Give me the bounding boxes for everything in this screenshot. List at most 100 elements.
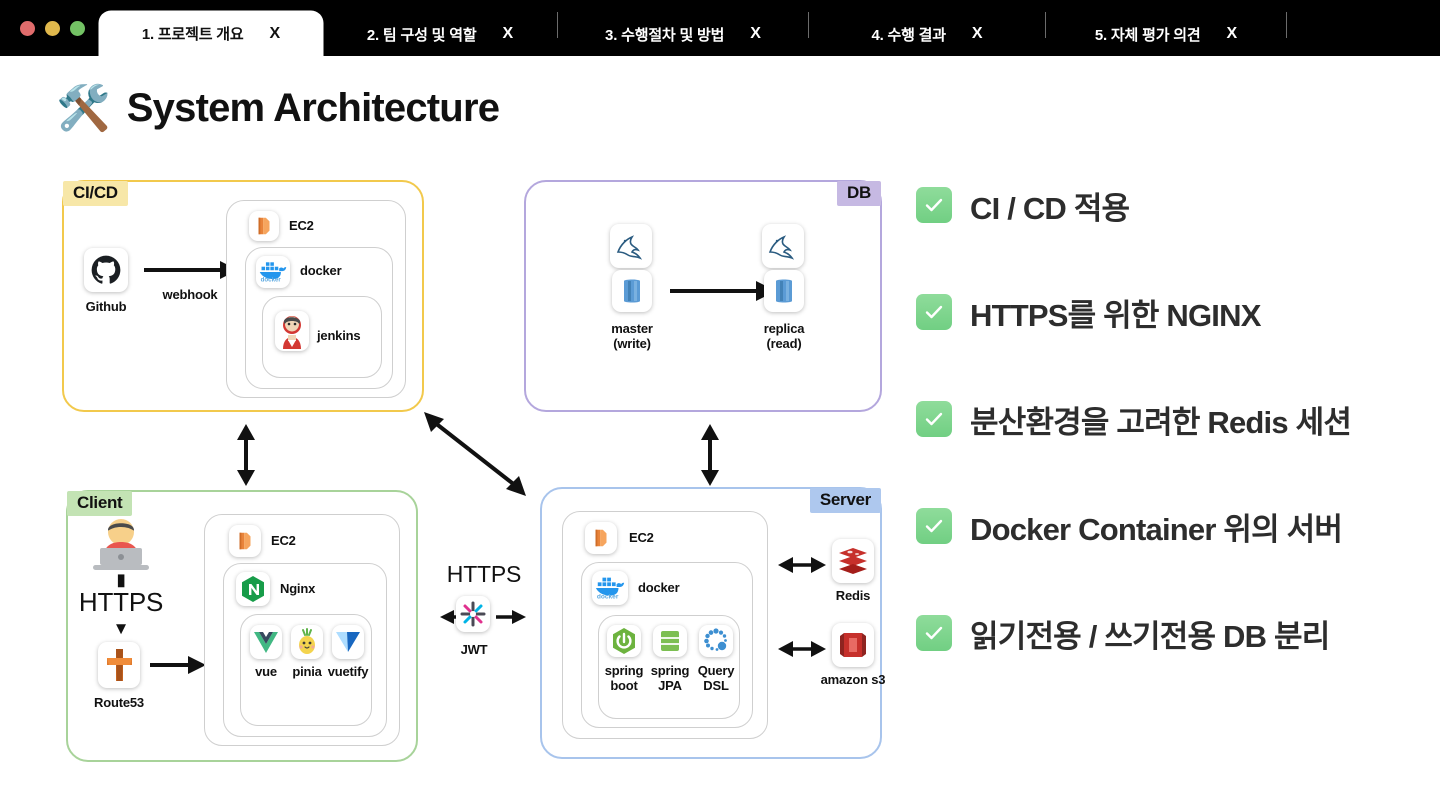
vue-icon: [250, 625, 282, 659]
redis-icon: [832, 539, 874, 583]
cicd-docker-label: docker: [300, 263, 342, 278]
tab-label: 2. 팀 구성 및 역할: [366, 26, 477, 44]
tab-close-icon[interactable]: X: [502, 25, 514, 42]
window-tab-bar: 1. 프로젝트 개요 X 2. 팀 구성 및 역할 X 3. 수행절차 및 방법…: [0, 0, 1440, 56]
link-jwt-label: JWT: [460, 642, 488, 657]
tab-divider: [1286, 12, 1287, 38]
cicd-server-arrow: [424, 412, 526, 496]
mysql-icon-master: [610, 224, 652, 268]
check-mark-icon: [916, 187, 952, 223]
tab-close-icon[interactable]: X: [750, 25, 761, 42]
tab-close-icon[interactable]: X: [1226, 25, 1238, 42]
db-server-arrow: [701, 424, 719, 486]
cicd-ec2-container: EC2 docker docker: [226, 200, 406, 398]
tab-1-project-overview[interactable]: 1. 프로젝트 개요 X: [99, 11, 323, 56]
maximize-window-button[interactable]: [70, 20, 85, 36]
zone-db-label: DB: [837, 181, 881, 206]
feature-checklist: CI / CD 적용 HTTPS를 위한 NGINX 분산환경을 고려한 Red…: [916, 176, 1426, 711]
client-nginx-label: Nginx: [280, 581, 316, 596]
tab-4-results[interactable]: 4. 수행 결과 X: [809, 12, 1045, 56]
check-mark-icon: [916, 508, 952, 544]
db-replication-arrow: [670, 281, 776, 301]
aws-ec2-icon: [585, 522, 617, 554]
close-window-button[interactable]: [20, 20, 35, 36]
client-ec2-container: EC2 Nginx: [204, 514, 400, 746]
client-ec2-label: EC2: [271, 533, 296, 548]
tab-5-self-evaluation[interactable]: 5. 자체 평가 의견 X: [1046, 12, 1286, 56]
cicd-jenkins-container: jenkins: [262, 296, 382, 378]
tab-3-procedure-method[interactable]: 3. 수행절차 및 방법 X: [558, 12, 808, 56]
tab-2-team-roles[interactable]: 2. 팀 구성 및 역할 X: [323, 12, 557, 56]
cicd-docker-container: docker docker: [245, 247, 393, 389]
server-docker-label: docker: [638, 580, 680, 595]
tab-label: 3. 수행절차 및 방법: [605, 26, 725, 44]
docker-icon: docker: [256, 256, 290, 288]
db-replica-line2: (read): [766, 335, 802, 351]
client-nginx-container: Nginx: [223, 563, 387, 737]
server-s3-label: amazon s3: [820, 672, 886, 687]
server-docker-container: docker docker: [581, 562, 753, 728]
tab-label: 4. 수행 결과: [871, 26, 946, 44]
client-https-label: HTTPS: [78, 587, 164, 617]
user-laptop-icon: [82, 518, 160, 574]
aws-ec2-icon: [249, 211, 279, 241]
checklist-label: 분산환경을 고려한 Redis 세션: [970, 404, 1352, 440]
tab-divider: [808, 12, 809, 38]
checklist-item: HTTPS를 위한 NGINX: [916, 283, 1426, 341]
tab-close-icon[interactable]: X: [269, 24, 281, 42]
aws-rds-icon-master: [612, 270, 652, 312]
aws-s3-icon: [832, 623, 874, 667]
zone-cicd-label: CI/CD: [63, 181, 128, 206]
spring-boot-line1: spring: [604, 663, 644, 678]
github-icon: [84, 248, 128, 292]
pinia-icon: [291, 625, 323, 659]
jwt-icon: [456, 596, 490, 632]
server-spring-boot-label: spring boot: [602, 663, 646, 693]
zone-server: Server EC2 d: [540, 487, 886, 759]
querydsl-icon: [699, 625, 733, 657]
docker-icon: docker: [592, 571, 628, 605]
spring-boot-icon: [607, 625, 641, 657]
hammer-and-wrench-icon: 🛠️: [56, 83, 111, 133]
zone-cicd: CI/CD Github webhook EC2: [62, 180, 424, 412]
route53-to-ec2-arrow: [150, 656, 206, 674]
tab-label: 1. 프로젝트 개요: [141, 26, 244, 43]
db-master-line2: (write): [613, 335, 651, 351]
jwt-right-arrow: [496, 610, 526, 624]
jenkins-icon: [275, 311, 309, 351]
server-framework-container: spring boot spring JPA Query DSL: [598, 615, 740, 719]
webhook-label: webhook: [162, 287, 218, 302]
server-ec2-label: EC2: [629, 530, 654, 545]
tab-strip: 1. 프로젝트 개요 X 2. 팀 구성 및 역할 X 3. 수행절차 및 방법…: [99, 0, 1287, 56]
server-redis-arrow: [778, 557, 826, 573]
checklist-label: CI / CD 적용: [970, 190, 1130, 226]
page-title: System Architecture: [126, 86, 500, 130]
querydsl-line2: DSL: [703, 677, 729, 693]
server-ec2-container: EC2 docker docker: [562, 511, 768, 739]
aws-rds-icon-replica: [764, 270, 804, 312]
db-master-line1: master: [611, 321, 653, 336]
checklist-item: CI / CD 적용: [916, 176, 1426, 234]
check-mark-icon: [916, 401, 952, 437]
tab-close-icon[interactable]: X: [971, 25, 983, 42]
minimize-window-button[interactable]: [45, 20, 60, 36]
mysql-icon-replica: [762, 224, 804, 268]
checklist-label: 읽기전용 / 쓰기전용 DB 분리: [970, 618, 1330, 654]
svg-text:docker: docker: [597, 593, 619, 600]
cicd-client-arrow: [237, 424, 255, 486]
client-https-down-arrow: ▼: [112, 619, 130, 638]
server-querydsl-label: Query DSL: [694, 663, 738, 693]
spring-boot-line2: boot: [610, 677, 638, 693]
querydsl-line1: Query: [697, 663, 735, 678]
spring-jpa-line1: spring: [650, 663, 690, 678]
tab-label: 5. 자체 평가 의견: [1094, 26, 1201, 44]
checklist-item: Docker Container 위의 서버: [916, 497, 1426, 555]
spring-jpa-line2: JPA: [658, 677, 682, 693]
tab-divider: [1045, 12, 1046, 38]
zone-db: DB master (write): [524, 180, 882, 412]
client-vue-label: vue: [255, 664, 277, 679]
link-https-label: HTTPS: [446, 561, 522, 587]
check-mark-icon: [916, 615, 952, 651]
checklist-label: Docker Container 위의 서버: [970, 511, 1343, 547]
